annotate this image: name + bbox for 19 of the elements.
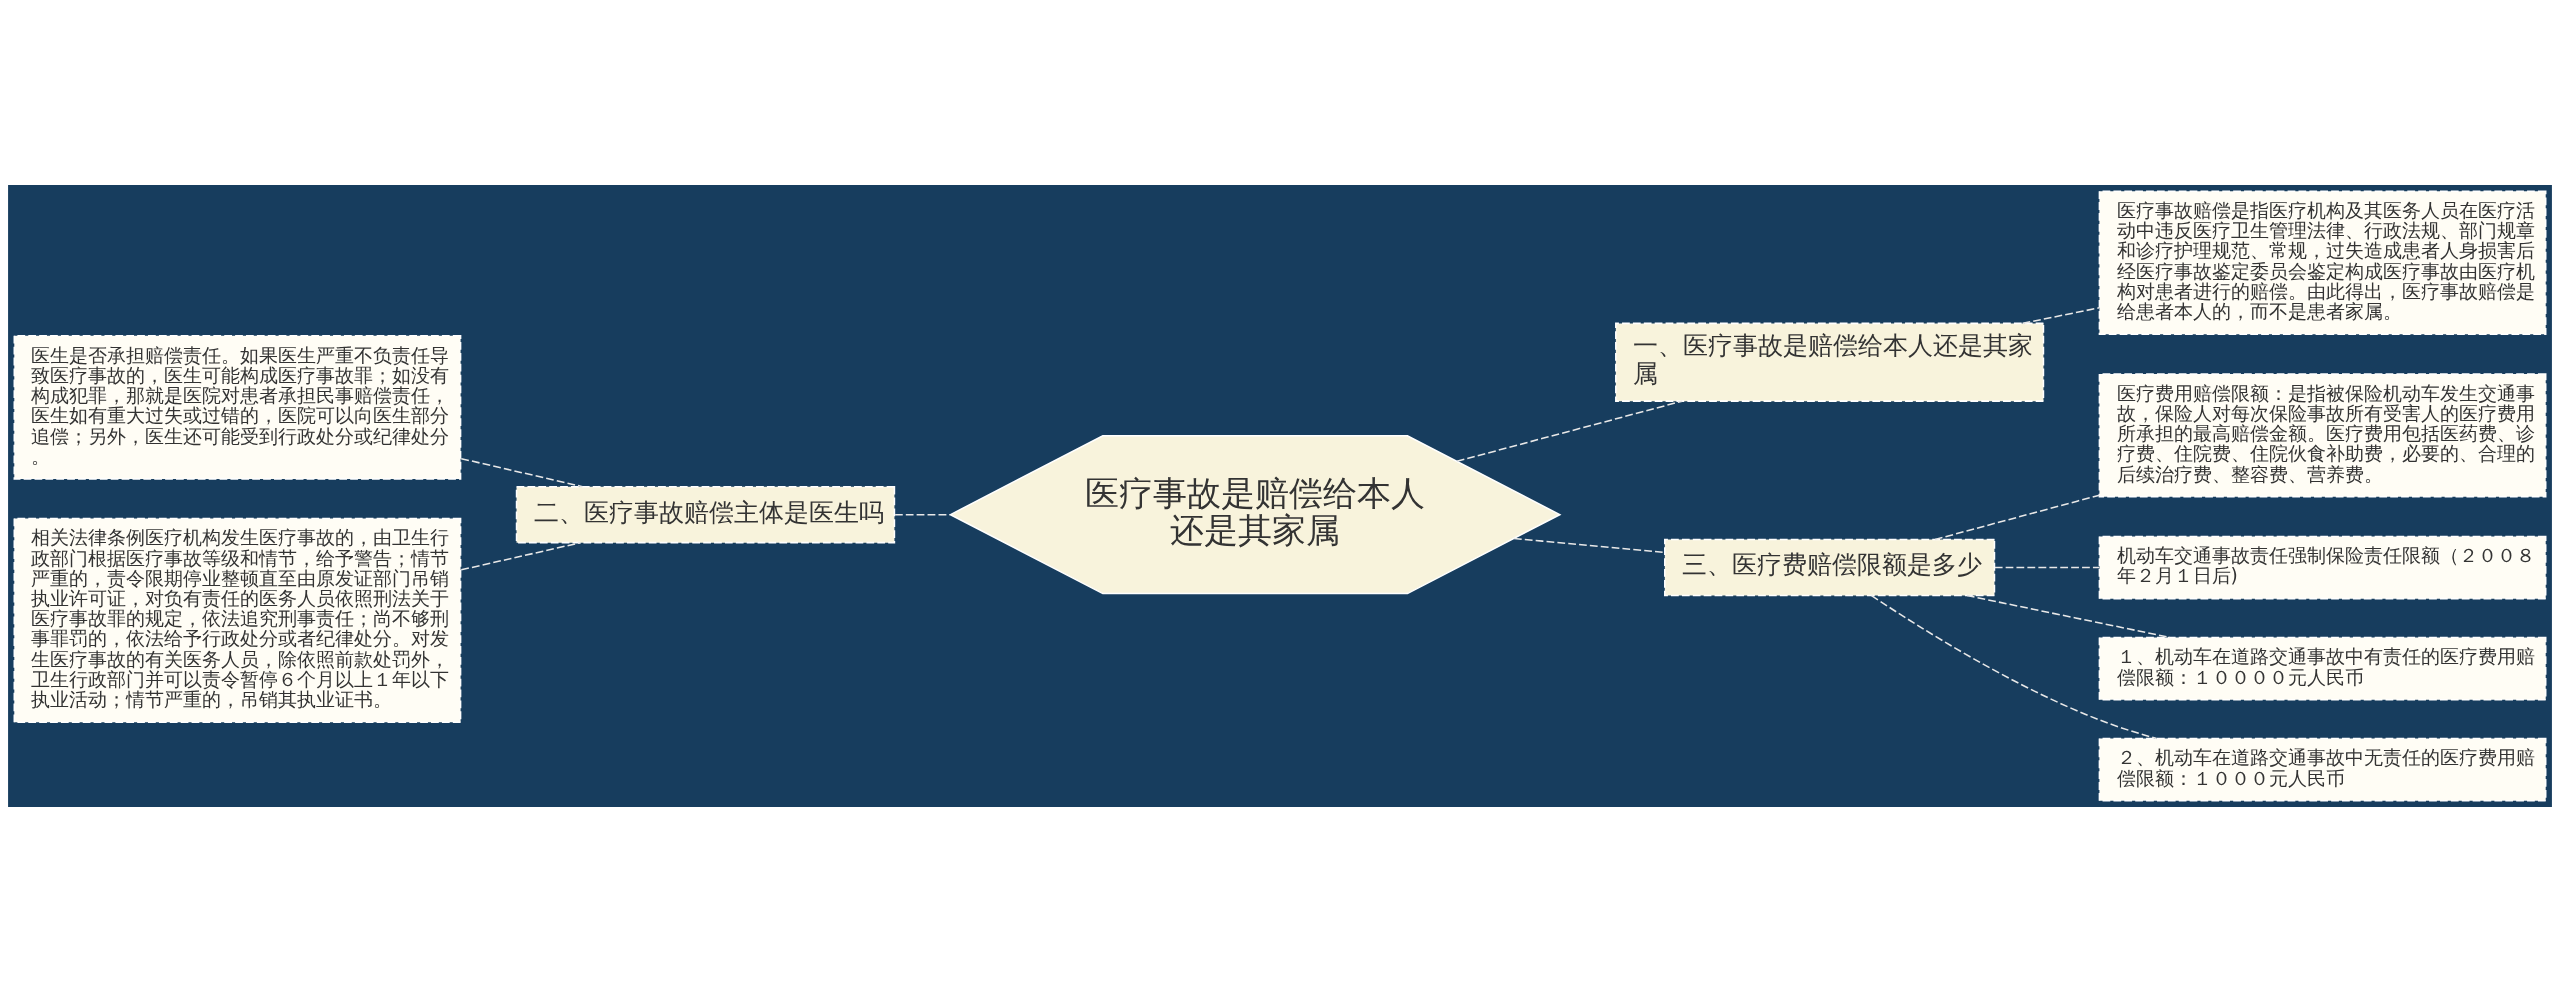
node-box: 医生是否承担赔偿责任。如果医生严重不负责任导致医疗事故的，医生可能构成医疗事故罪；如没有构成犯罪，那就是医院对患者承担民事赔偿责任，医生如有重大过失或过错的，医院可以向医生部分追偿；另外，医生还可能受到行政处分或纪律处分。 (13, 334, 462, 480)
node-box: ２、机动车在道路交通事故中无责任的医疗费用赔偿限额：１０００元人民币 (2098, 737, 2547, 802)
connector (460, 541, 582, 571)
node-box: 医疗事故赔偿是指医疗机构及其医务人员在医疗活动中违反医疗卫生管理法律、行政法规、部门规章和诊疗护理规范、常规，过失造成患者人身损害后经医疗事故鉴定委员会鉴定构成医疗事故由医疗机构对患者进行的赔偿。由此得出，医疗事故赔偿是给患者本人的，而不是患者家属。 (2098, 189, 2547, 335)
connector (1456, 399, 1683, 462)
connector (1870, 594, 2158, 739)
node-box: 机动车交通事故责任强制保险责任限额（２００８年２月１日后) (2098, 535, 2547, 599)
connector (1994, 566, 2100, 568)
connector (2021, 306, 2100, 324)
node-box: 相关法律条例医疗机构发生医疗事故的，由卫生行政部门根据医疗事故等级和情节，给予警告；情节严重的，责令限期停业整顿直至由原发证部门吊销执业许可证，对负有责任的医务人员依照刑法关于医疗事故罪的规定，依法追究刑事责任；尚不够刑事罪罚的，依法给予行政处分或者纪律处分。对发生医疗事故的有关医务人员，除依照前款处罚外，卫生行政部门并可以责令暂停６个月以上１年以下执业活动；情节严重的，吊销其执业证书。 (13, 517, 462, 723)
connector (1513, 537, 1666, 553)
connector (1966, 594, 2171, 638)
node-box: 医疗费用赔偿限额：是指被保险机动车发生交通事故，保险人对每次保险事故所有受害人的医疗费用所承担的最高赔偿金额。医疗费用包括医药费、诊疗费、住院费、住院伙食补助费，必要的、合理的后续治疗费、整容费、营养费。 (2098, 372, 2547, 498)
connector (460, 457, 584, 487)
node-box: 三、医疗费赔偿限额是多少 (1664, 538, 1996, 596)
node-box: １、机动车在道路交通事故中有责任的医疗费用赔偿限额：１００００元人民币 (2098, 636, 2547, 700)
node-box: 二、医疗事故赔偿主体是医生吗 (515, 485, 896, 543)
node-box: 一、医疗事故是赔偿给本人还是其家属 (1615, 322, 2045, 402)
connector (1934, 493, 2101, 540)
